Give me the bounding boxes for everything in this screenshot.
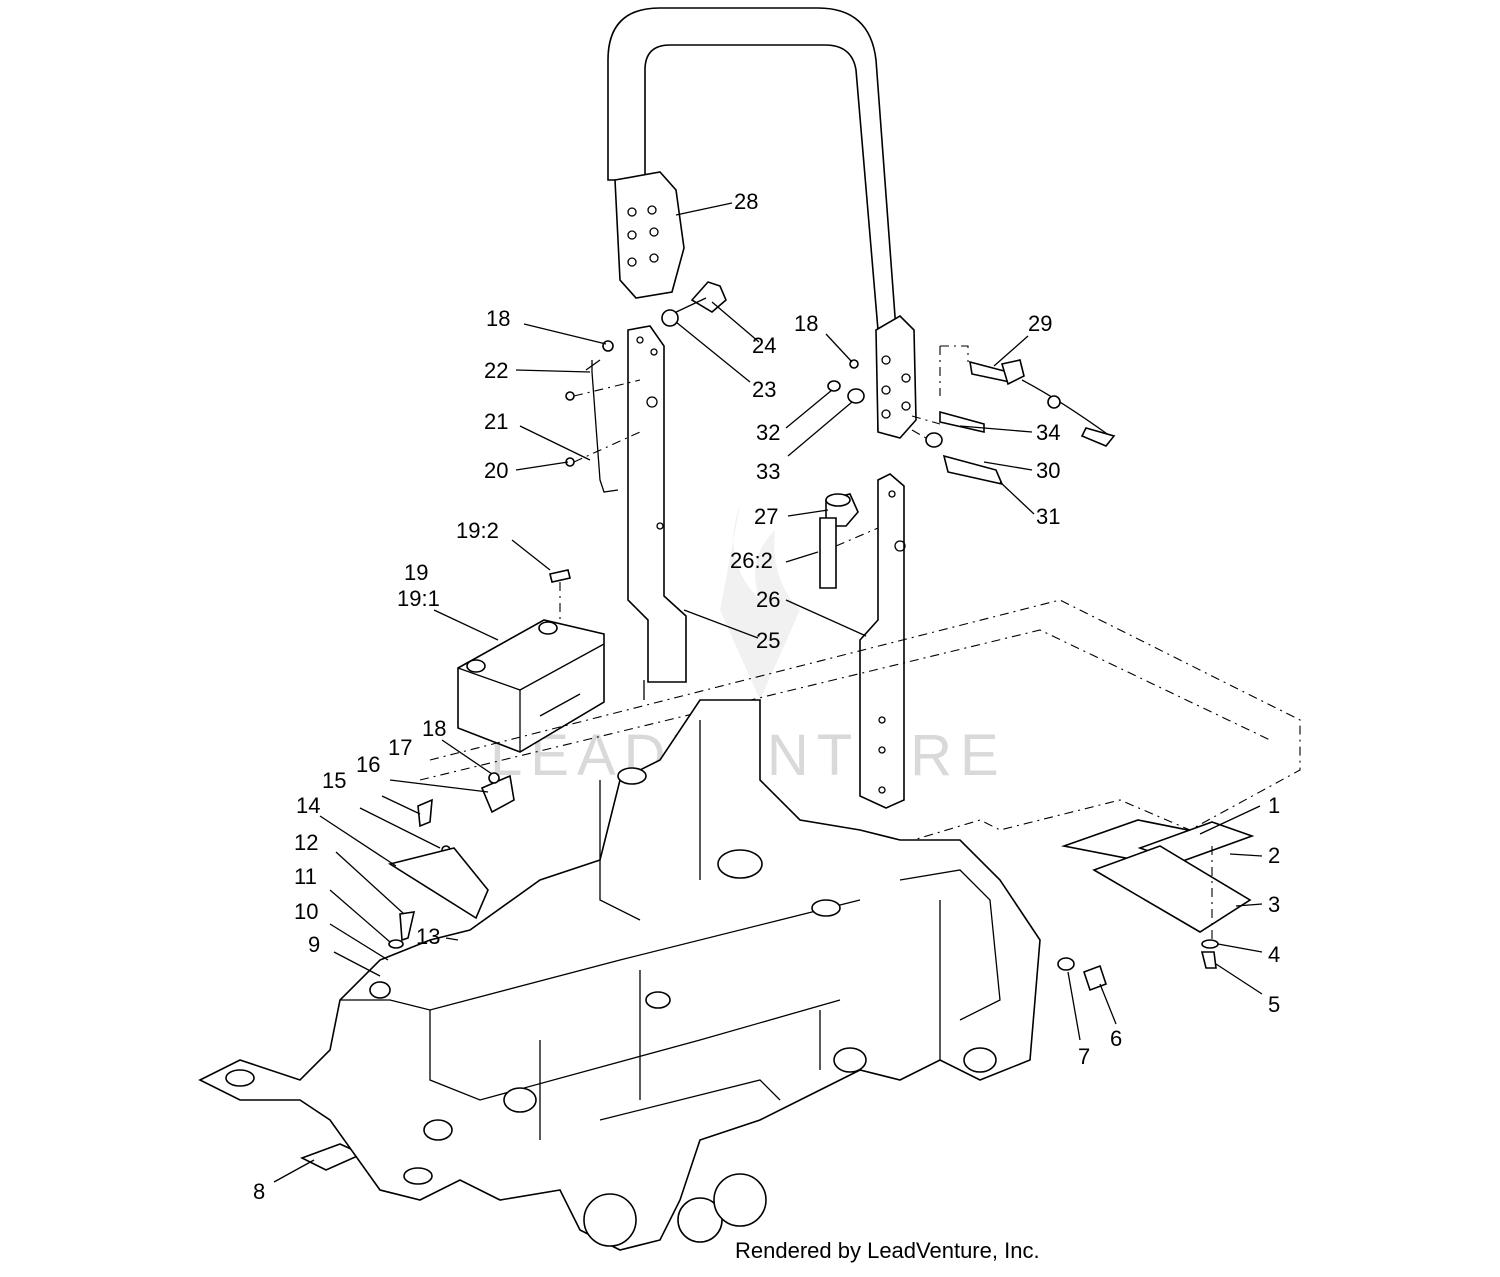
callout-26: 26 — [756, 587, 780, 612]
callout-22: 22 — [484, 358, 508, 383]
callout-6: 6 — [1110, 1026, 1122, 1051]
callout-2: 2 — [1268, 843, 1280, 868]
callout-16: 16 — [356, 752, 380, 777]
spacer-and-decal — [819, 493, 879, 589]
callout-21: 21 — [484, 409, 508, 434]
left-upright-post — [627, 325, 687, 700]
callout-25: 25 — [756, 628, 780, 653]
callout-23: 23 — [752, 377, 776, 402]
callout-10: 10 — [294, 899, 318, 924]
callout-7: 7 — [1078, 1044, 1090, 1069]
callout-5: 5 — [1268, 992, 1280, 1017]
pin-hardware — [827, 345, 1116, 486]
callout-20: 20 — [484, 458, 508, 483]
leader-lines — [273, 202, 1263, 1183]
callout-9: 9 — [308, 932, 320, 957]
callout-13: 13 — [416, 924, 440, 949]
callout-3: 3 — [1268, 892, 1280, 917]
callout-1: 1 — [1268, 793, 1280, 818]
callout-24: 24 — [752, 333, 776, 358]
callout-15: 15 — [322, 768, 346, 793]
callout-19-2: 19:2 — [456, 518, 499, 543]
battery — [457, 569, 605, 753]
callout-29: 29 — [1028, 311, 1052, 336]
callout-31: 31 — [1036, 504, 1060, 529]
callout-27: 27 — [754, 504, 778, 529]
callout-4: 4 — [1268, 942, 1280, 967]
callout-12: 12 — [294, 830, 318, 855]
callout-17: 17 — [388, 735, 412, 760]
callout-labels: 1 2 3 4 5 6 7 8 9 10 11 12 13 14 15 16 1… — [253, 189, 1280, 1204]
callout-8: 8 — [253, 1179, 265, 1204]
callout-34: 34 — [1036, 420, 1060, 445]
callout-30: 30 — [1036, 458, 1060, 483]
bumper-parts — [661, 281, 727, 327]
mower-frame — [198, 599, 1301, 1251]
callout-18-left: 18 — [486, 306, 510, 331]
watermark-logo — [720, 505, 800, 700]
callout-14: 14 — [296, 793, 320, 818]
right-upright-post — [859, 473, 906, 809]
callout-33: 33 — [756, 459, 780, 484]
callout-18-right: 18 — [794, 311, 818, 336]
footer-credit: Rendered by LeadVenture, Inc. — [735, 1238, 1040, 1263]
callout-32: 32 — [756, 420, 780, 445]
callout-18-holddown-nut: 18 — [422, 716, 446, 741]
callout-19-1: 19:1 — [397, 586, 440, 611]
callout-26-2: 26:2 — [730, 548, 773, 573]
callout-19: 19 — [404, 560, 428, 585]
rollbar-hoop — [607, 7, 917, 439]
callout-28: 28 — [734, 189, 758, 214]
callout-11: 11 — [294, 864, 317, 889]
